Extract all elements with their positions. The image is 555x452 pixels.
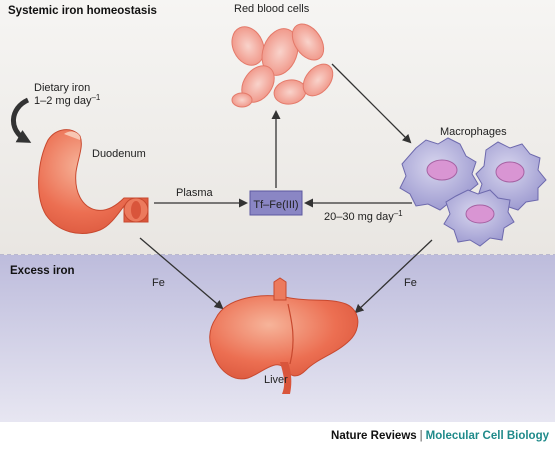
journal-name: Molecular Cell Biology [425, 430, 549, 442]
fe-left-label: Fe [152, 277, 165, 289]
dietary-intake-arrow [11, 97, 32, 143]
plasma-label: Plasma [176, 187, 214, 199]
footer-region [0, 422, 555, 452]
arrow-duodenum-to-liver [139, 237, 224, 310]
transferrin-label: Tf–Fe(III) [253, 199, 298, 211]
macrophages-icon [399, 137, 547, 247]
footer-separator: | [419, 430, 423, 442]
source-credit: Nature Reviews|Molecular Cell Biology [331, 430, 549, 442]
red-blood-cells-icon [231, 23, 334, 108]
macrophages-label: Macrophages [440, 126, 507, 138]
red-blood-cells-label: Red blood cells [234, 3, 310, 15]
excess-title: Excess iron [10, 265, 75, 277]
liver-label: Liver [264, 374, 288, 386]
liver-icon [209, 277, 359, 394]
arrow-macrophages-to-liver [354, 239, 433, 314]
dietary-iron-rate: 1–2 mg day–1 [34, 93, 101, 107]
dietary-iron-label: Dietary iron [34, 82, 90, 94]
recycling-rate-label: 20–30 mg day–1 [324, 209, 403, 223]
duodenum-icon [38, 129, 149, 234]
systemic-title: Systemic iron homeostasis [8, 5, 157, 17]
duodenum-label: Duodenum [92, 148, 146, 160]
arrow-rbc-to-macrophages [331, 63, 412, 144]
publisher-name: Nature Reviews [331, 430, 417, 442]
fe-right-label: Fe [404, 277, 417, 289]
transferrin-box [249, 190, 303, 216]
